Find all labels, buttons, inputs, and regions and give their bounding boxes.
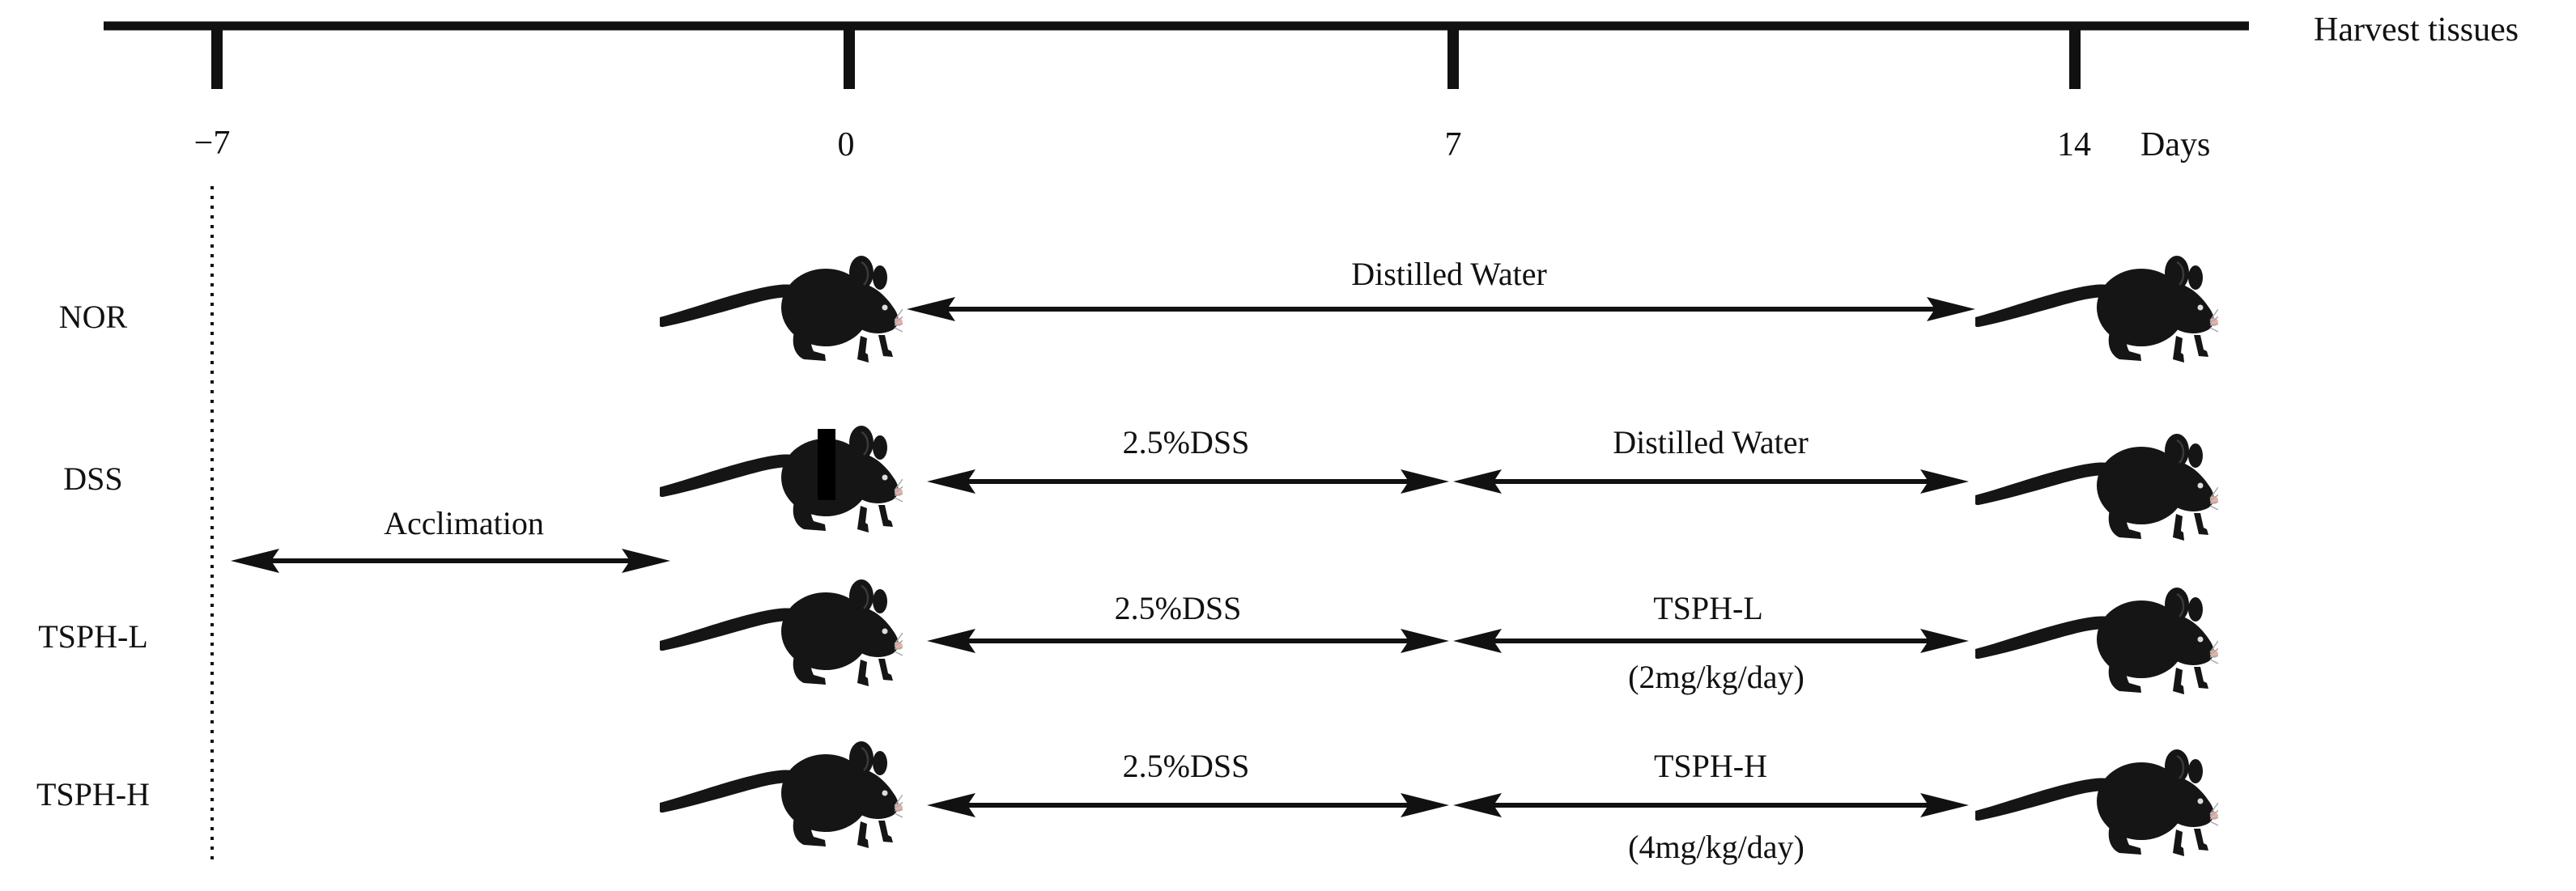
acclimation-arrow [231, 549, 670, 573]
double-arrow-icon [927, 469, 1969, 494]
mouse-icon [1975, 254, 2218, 364]
phase2-label-tsph-h: TSPH-H [1654, 748, 1767, 784]
dose-label-tsph-h: (4mg/kg/day) [1628, 829, 1804, 865]
mouse-icon [660, 740, 903, 850]
phase-label-nor: Distilled Water [1351, 256, 1547, 292]
tick-label-minus-7: −7 [194, 125, 231, 162]
dose-label-tsph-l: (2mg/kg/day) [1628, 659, 1804, 695]
group-label-tsph-l: TSPH-L [38, 618, 148, 655]
dss-marker [818, 429, 835, 500]
mouse-icon [660, 578, 903, 688]
phase2-label-dss: Distilled Water [1613, 424, 1809, 460]
phase2-label-tsph-l: TSPH-L [1653, 590, 1763, 626]
group-label-tsph-h: TSPH-H [36, 776, 150, 813]
mouse-icon [660, 424, 903, 534]
double-arrow-icon [927, 793, 1969, 817]
days-units-label: Days [2140, 126, 2210, 163]
double-arrow-icon [907, 297, 1975, 321]
acclimation-label: Acclimation [384, 505, 544, 541]
group-label-dss: DSS [63, 460, 122, 497]
phase1-label-tsph-h: 2.5%DSS [1123, 748, 1250, 784]
mouse-icon [1975, 432, 2218, 542]
harvest-tissues-label: Harvest tissues [2314, 11, 2519, 49]
mouse-icon [660, 254, 903, 364]
tick-label-0: 0 [838, 126, 855, 163]
double-arrow-icon [927, 629, 1969, 653]
phase1-label-dss: 2.5%DSS [1123, 424, 1250, 460]
tick-label-14: 14 [2057, 126, 2091, 163]
tick-label-7: 7 [1445, 126, 1462, 163]
mouse-icon [1975, 586, 2218, 696]
group-label-nor: NOR [59, 299, 128, 335]
mouse-icon [1975, 748, 2218, 858]
phase1-label-tsph-l: 2.5%DSS [1115, 590, 1242, 626]
